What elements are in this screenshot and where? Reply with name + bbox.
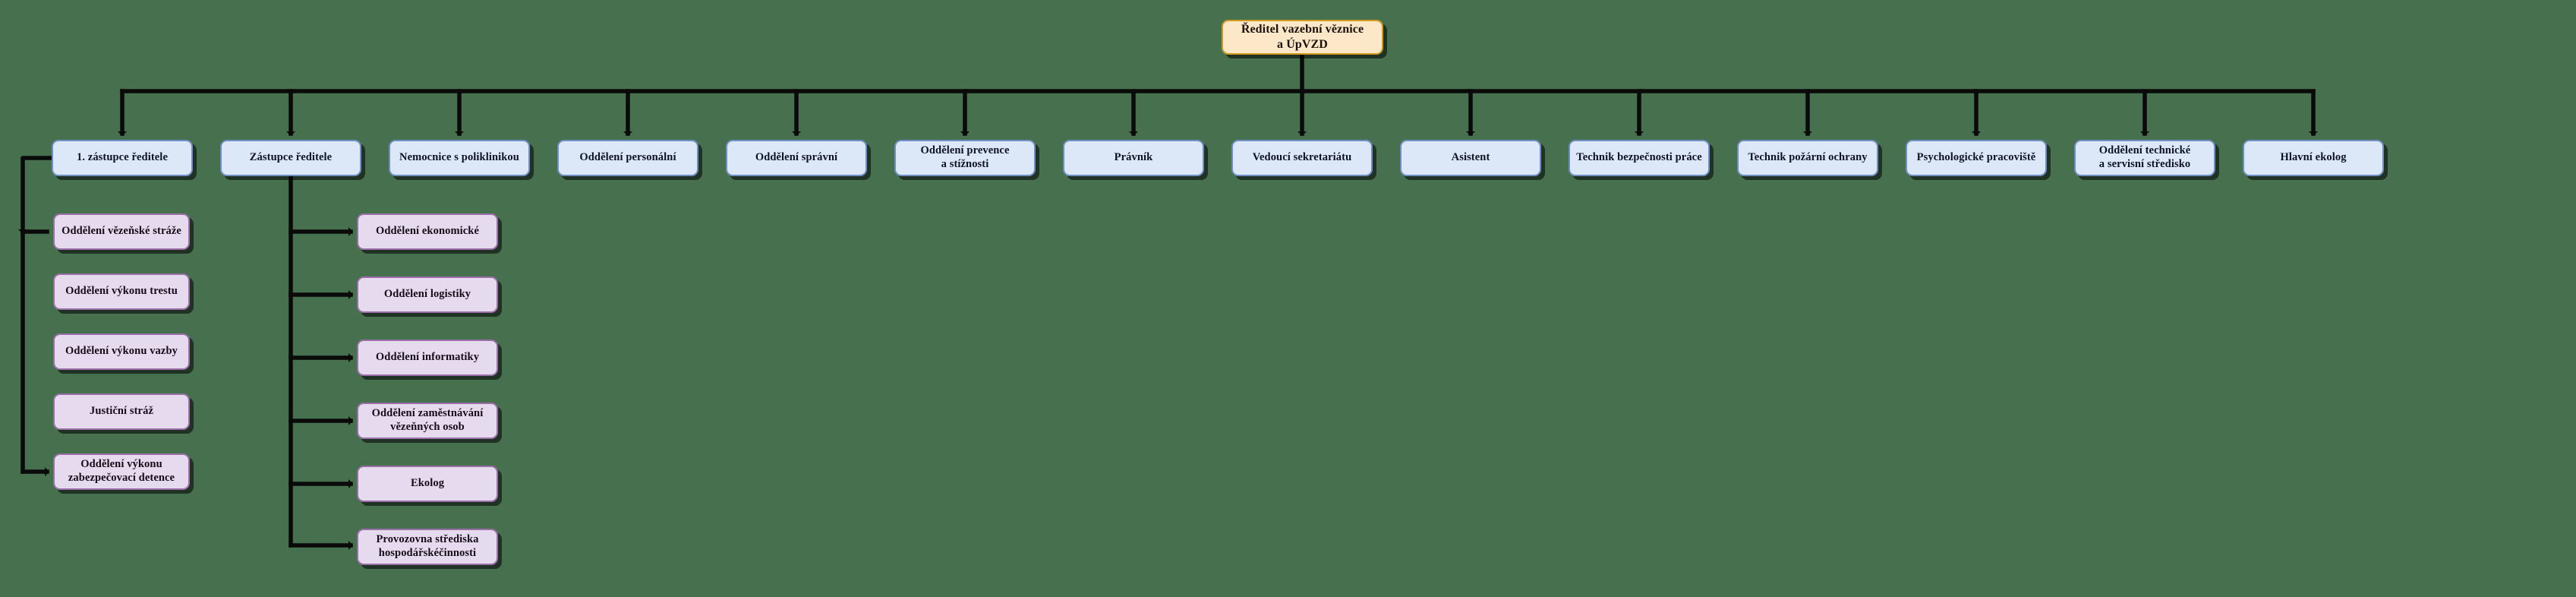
node-label: Technik bezpečnosti práce bbox=[1576, 151, 1702, 164]
node-label: Justiční stráž bbox=[90, 405, 153, 418]
node-administrative-department[interactable]: Oddělení správní bbox=[726, 140, 867, 176]
node-occupational-safety-technician[interactable]: Technik bezpečnosti práce bbox=[1569, 140, 1710, 176]
node-label: Ekolog bbox=[410, 477, 445, 490]
node-fire-protection-technician[interactable]: Technik požární ochrany bbox=[1737, 140, 1878, 176]
node-label: Nemocnice s poliklinikou bbox=[399, 151, 519, 164]
node-ecologist[interactable]: Ekolog bbox=[357, 466, 498, 502]
node-logistics-department[interactable]: Oddělení logistiky bbox=[357, 276, 498, 313]
node-hospital-with-polyclinic[interactable]: Nemocnice s poliklinikou bbox=[389, 140, 530, 176]
node-label: Oddělení prevence a stížnosti bbox=[920, 144, 1010, 170]
node-label: Technik požární ochrany bbox=[1748, 151, 1868, 164]
right-column-connectors bbox=[288, 174, 353, 550]
node-label: Vedoucí sekretariátu bbox=[1252, 151, 1352, 164]
node-root-director[interactable]: Ředitel vazební věznice a ÚpVZD bbox=[1222, 20, 1383, 55]
node-label: Právník bbox=[1114, 151, 1153, 164]
node-label: Oddělení ekonomické bbox=[375, 225, 480, 238]
node-label: Asistent bbox=[1451, 151, 1490, 164]
node-label: Psychologické pracoviště bbox=[1916, 151, 2036, 164]
node-lawyer[interactable]: Právník bbox=[1063, 140, 1204, 176]
node-label: 1. zástupce ředitele bbox=[77, 151, 168, 164]
node-label: Oddělení výkonu zabezpečovací detence bbox=[68, 458, 175, 484]
node-prison-guard-department[interactable]: Oddělení vězeňské stráže bbox=[53, 213, 190, 250]
node-deputy-director[interactable]: Zástupce ředitele bbox=[220, 140, 361, 176]
node-label: Oddělení správní bbox=[755, 151, 838, 164]
node-label: Oddělení personální bbox=[579, 151, 676, 164]
node-economic-department[interactable]: Oddělení ekonomické bbox=[357, 213, 498, 250]
node-label: Zástupce ředitele bbox=[249, 151, 333, 164]
node-informatics-department[interactable]: Oddělení informatiky bbox=[357, 340, 498, 376]
node-label: Oddělení výkonu vazby bbox=[65, 345, 178, 358]
node-personnel-department[interactable]: Oddělení personální bbox=[557, 140, 698, 176]
node-label: Oddělení zaměstnávání vězeňných osob bbox=[371, 407, 484, 433]
root-to-level1-connectors bbox=[118, 52, 2318, 136]
node-label: Oddělení vězeňské stráže bbox=[61, 225, 181, 238]
node-custody-execution-department[interactable]: Oddělení výkonu vazby bbox=[53, 333, 190, 370]
node-judicial-guard[interactable]: Justiční stráž bbox=[53, 393, 190, 430]
node-label: Hlavní ekolog bbox=[2280, 151, 2347, 164]
node-label: Ředitel vazební věznice a ÚpVZD bbox=[1241, 23, 1364, 51]
node-psychological-workplace[interactable]: Psychologické pracoviště bbox=[1906, 140, 2047, 176]
node-prisoner-employment-department[interactable]: Oddělení zaměstnávání vězeňných osob bbox=[357, 403, 498, 439]
node-technical-service-department[interactable]: Oddělení technické a servisní středisko bbox=[2074, 140, 2215, 176]
node-label: Provozovna střediska hospodářskéčinnosti bbox=[376, 533, 479, 559]
node-label: Oddělení informatiky bbox=[375, 351, 480, 364]
node-chief-ecologist[interactable]: Hlavní ekolog bbox=[2243, 140, 2384, 176]
node-assistant[interactable]: Asistent bbox=[1400, 140, 1541, 176]
node-prevention-complaints-department[interactable]: Oddělení prevence a stížnosti bbox=[894, 140, 1036, 176]
node-label: Oddělení technické a servisní středisko bbox=[2098, 144, 2191, 170]
node-economic-activity-center[interactable]: Provozovna střediska hospodářskéčinnosti bbox=[357, 529, 498, 565]
node-security-detention-department[interactable]: Oddělení výkonu zabezpečovací detence bbox=[53, 453, 190, 490]
node-sentence-execution-department[interactable]: Oddělení výkonu trestu bbox=[53, 273, 190, 310]
node-first-deputy-director[interactable]: 1. zástupce ředitele bbox=[52, 140, 193, 176]
node-label: Oddělení logistiky bbox=[383, 288, 471, 301]
node-label: Oddělení výkonu trestu bbox=[65, 285, 178, 298]
left-column-connectors bbox=[18, 156, 54, 476]
node-head-of-secretariat[interactable]: Vedoucí sekretariátu bbox=[1231, 140, 1373, 176]
